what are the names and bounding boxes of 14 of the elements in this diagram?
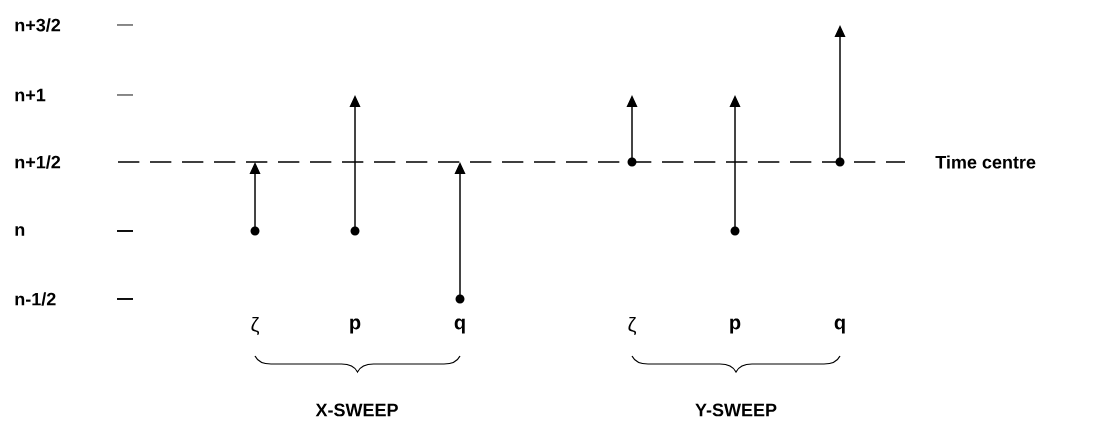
variable-label: p (730, 318, 741, 334)
level-label: n (15, 226, 25, 236)
time-centre-label: Time centre (935, 155, 1036, 169)
sweep-label: X-SWEEP (315, 403, 398, 417)
level-label: n+3/2 (15, 18, 61, 32)
level-label: n+1/2 (15, 155, 61, 169)
level-label: n-1/2 (15, 292, 56, 306)
variable-label: q (834, 318, 845, 334)
variable-label: q (454, 318, 465, 334)
variable-label: p (350, 318, 361, 334)
variable-label: ζ (628, 317, 636, 335)
variable-label: ζ (251, 317, 260, 335)
level-label: n+1 (15, 88, 46, 102)
sweep-label: Y-SWEEP (695, 403, 777, 417)
